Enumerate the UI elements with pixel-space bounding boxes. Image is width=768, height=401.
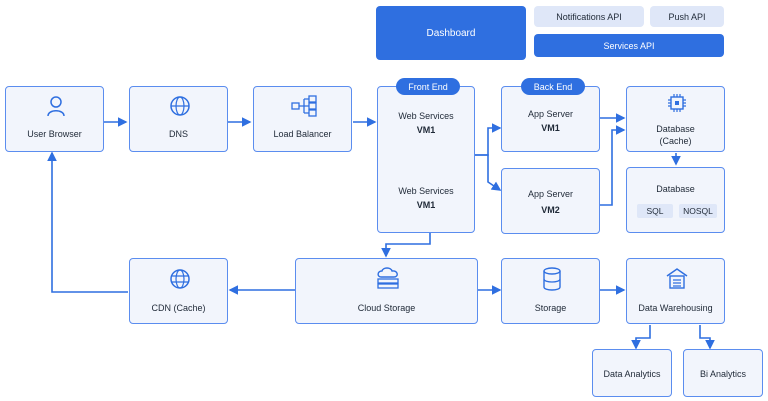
dns-label: DNS <box>168 129 188 139</box>
storage-label: Storage <box>534 303 567 313</box>
database-node[interactable]: Database SQL NOSQL <box>626 167 725 233</box>
bi-analytics-label: Bi Analytics <box>699 369 747 379</box>
dns-node[interactable]: DNS <box>129 86 228 152</box>
database-cache-line1: Database <box>656 124 695 134</box>
app-server-1-vm: VM1 <box>541 123 560 133</box>
bi-analytics-node[interactable]: Bi Analytics <box>683 349 763 397</box>
app-server-1-title: App Server <box>527 109 574 119</box>
database-cache-line2: (Cache) <box>659 136 692 146</box>
warehouse-icon <box>666 268 688 289</box>
cloud-storage-icon <box>377 267 399 289</box>
database-title: Database <box>656 184 695 194</box>
web-services-2-vm: VM1 <box>416 200 436 210</box>
services-api-button[interactable]: Services API <box>534 34 724 57</box>
web-services-1-title: Web Services <box>398 111 454 121</box>
cdn-label: CDN (Cache) <box>151 303 206 313</box>
app-server-2-title: App Server <box>527 189 574 199</box>
globe-icon <box>170 96 190 116</box>
data-warehousing-label: Data Warehousing <box>638 303 713 313</box>
nosql-badge: NOSQL <box>679 204 717 218</box>
data-warehousing-node[interactable]: Data Warehousing <box>626 258 725 324</box>
cdn-node[interactable]: CDN (Cache) <box>129 258 228 324</box>
front-end-tag: Front End <box>396 78 460 95</box>
cloud-storage-node[interactable]: Cloud Storage <box>295 258 478 324</box>
storage-node[interactable]: Storage <box>501 258 600 324</box>
data-analytics-node[interactable]: Data Analytics <box>592 349 672 397</box>
web-services-1-vm: VM1 <box>416 125 436 135</box>
user-icon <box>47 96 65 117</box>
load-balancer-label: Load Balancer <box>273 129 332 139</box>
user-browser-node[interactable]: User Browser <box>5 86 104 152</box>
globe-icon <box>170 269 190 289</box>
app-server-1-node[interactable]: App Server VM1 <box>501 86 600 152</box>
push-api-button[interactable]: Push API <box>650 6 724 27</box>
cpu-chip-icon <box>668 94 686 112</box>
network-icon <box>291 95 317 117</box>
app-server-2-vm: VM2 <box>541 205 560 215</box>
database-icon <box>543 267 561 291</box>
database-cache-node[interactable]: Database (Cache) <box>626 86 725 152</box>
notifications-api-button[interactable]: Notifications API <box>534 6 644 27</box>
data-analytics-label: Data Analytics <box>603 369 661 379</box>
cloud-storage-label: Cloud Storage <box>357 303 416 313</box>
back-end-tag: Back End <box>521 78 585 95</box>
user-browser-label: User Browser <box>27 129 82 139</box>
front-end-node[interactable]: Web Services VM1 Web Services VM1 <box>377 86 475 233</box>
app-server-2-node[interactable]: App Server VM2 <box>501 168 600 234</box>
web-services-2-title: Web Services <box>398 186 454 196</box>
dashboard-button[interactable]: Dashboard <box>376 6 526 60</box>
load-balancer-node[interactable]: Load Balancer <box>253 86 352 152</box>
sql-badge: SQL <box>637 204 673 218</box>
